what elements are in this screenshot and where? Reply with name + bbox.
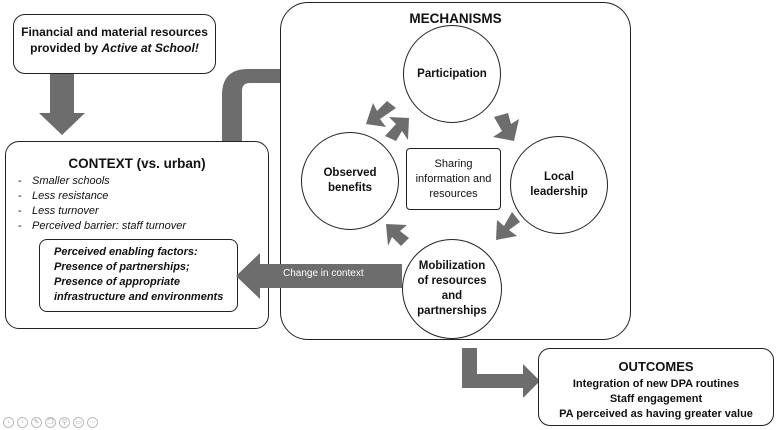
change-in-context-label: Change in context <box>283 268 364 279</box>
enabling-factors-box: Perceived enabling factors: Presence of … <box>39 239 238 312</box>
resources-box: Financial and material resources provide… <box>13 14 216 74</box>
cycle-arrow-participation-to-benefits <box>366 101 396 127</box>
cycle-arrow-benefits-to-participation <box>385 117 409 141</box>
resources-line1: Financial and material resources <box>21 25 208 39</box>
outcomes-title: OUTCOMES <box>618 359 694 374</box>
resources-line2-prefix: provided by <box>30 41 102 55</box>
zoom-icon[interactable]: ⚲ <box>59 417 70 428</box>
context-list: -Smaller schools -Less resistance -Less … <box>18 174 186 234</box>
outcome-item: PA perceived as having greater value <box>559 408 753 420</box>
context-title: CONTEXT (vs. urban) <box>68 156 206 171</box>
cycle-arrow-mobilization-to-benefits <box>386 224 409 246</box>
enabling-line: Presence of partnerships; <box>54 261 190 273</box>
observed-benefits-circle: Observed benefits <box>301 132 399 230</box>
local-leadership-circle: Local leadership <box>510 136 608 234</box>
change-in-context-arrow-front <box>236 253 402 299</box>
cycle-arrow-leadership-to-mobilization <box>496 212 520 240</box>
context-box: CONTEXT (vs. urban) -Smaller schools -Le… <box>5 141 269 329</box>
context-item: -Less turnover <box>18 205 99 217</box>
enabling-line: infrastructure and environments <box>54 291 224 303</box>
enabling-line: Presence of appropriate <box>54 276 180 288</box>
resources-down-arrow <box>39 74 85 135</box>
slides-icon[interactable]: ▭ <box>73 417 84 428</box>
more-icon[interactable]: ⋯ <box>87 417 98 428</box>
outcome-item: Integration of new DPA routines <box>572 378 740 390</box>
context-item: -Smaller schools <box>18 175 110 187</box>
context-item: -Perceived barrier: staff turnover <box>18 220 187 232</box>
outcomes-box: OUTCOMES Integration of new DPA routines… <box>538 348 774 426</box>
copy-icon[interactable]: ❐ <box>45 417 56 428</box>
slide-toolbar: ‹ › ✎ ❐ ⚲ ▭ ⋯ <box>3 417 98 428</box>
sharing-label: Sharing information and resources <box>415 157 492 200</box>
context-item: -Less resistance <box>18 190 109 202</box>
mobilization-label: Mobilization of resources and partnershi… <box>417 260 487 317</box>
resources-program-name: Active at School! <box>101 41 199 55</box>
pen-icon[interactable]: ✎ <box>31 417 42 428</box>
participation-label: Participation <box>417 67 487 80</box>
cycle-arrow-participation-to-leadership <box>493 113 519 141</box>
outcome-item: Staff engagement <box>609 393 703 405</box>
mechanisms-to-outcomes-arrow <box>462 348 540 398</box>
forward-icon[interactable]: › <box>17 417 28 428</box>
participation-circle: Participation <box>403 25 501 123</box>
observed-benefits-label: Observed benefits <box>323 167 377 194</box>
local-leadership-label: Local leadership <box>530 171 588 198</box>
mechanisms-title: MECHANISMS <box>409 11 502 26</box>
mobilization-circle: Mobilization of resources and partnershi… <box>402 239 502 339</box>
back-icon[interactable]: ‹ <box>3 417 14 428</box>
sharing-box: Sharing information and resources <box>406 148 501 210</box>
resources-line2: provided by Active at School! <box>20 40 209 56</box>
enabling-line: Perceived enabling factors: <box>54 246 198 258</box>
